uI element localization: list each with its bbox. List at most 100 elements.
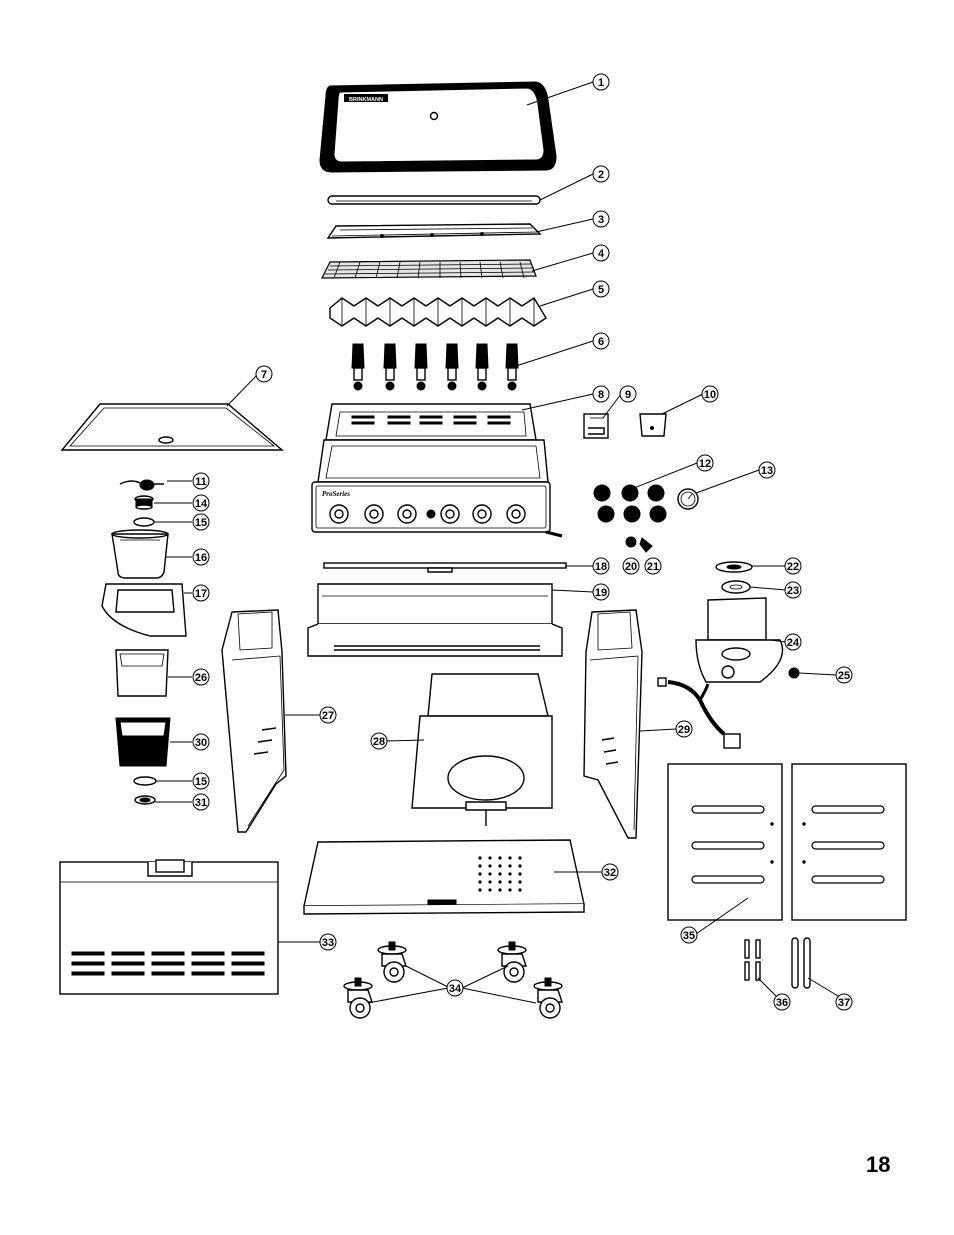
svg-text:29: 29 <box>678 724 690 736</box>
shelf-holes <box>478 856 522 892</box>
part-bracket-10 <box>639 413 667 437</box>
svg-text:20: 20 <box>625 561 637 573</box>
callout-21: 21 <box>644 557 662 575</box>
svg-text:36: 36 <box>776 997 788 1009</box>
callout-26: 26 <box>192 668 210 686</box>
callout-32: 32 <box>601 863 619 881</box>
svg-text:31: 31 <box>195 797 207 809</box>
part-hood-lid: BRINKMANN <box>319 81 557 173</box>
callout-3: 3 <box>592 210 610 228</box>
callout-13: 13 <box>758 461 776 479</box>
part-rail-18 <box>323 562 567 573</box>
svg-text:30: 30 <box>195 737 207 749</box>
callout-12: 12 <box>696 454 714 472</box>
part-grease-tray <box>307 583 563 657</box>
part-nut-31 <box>134 795 156 805</box>
part-door-handles <box>791 937 811 989</box>
callout-5: 5 <box>592 280 610 298</box>
part-gasket-15-bottom <box>133 776 157 786</box>
svg-text:21: 21 <box>647 561 659 573</box>
callout-numbers: 1 2 3 4 5 6 7 8 9 10 11 12 13 14 15 16 1… <box>192 73 853 1011</box>
svg-text:19: 19 <box>595 587 607 599</box>
svg-text:27: 27 <box>322 710 334 722</box>
svg-text:4: 4 <box>598 248 605 260</box>
svg-text:2: 2 <box>598 169 604 181</box>
part-igniter <box>119 479 164 491</box>
part-fitting-14 <box>134 495 154 510</box>
svg-text:22: 22 <box>787 561 799 573</box>
part-side-burner-grate <box>715 561 753 573</box>
callout-29: 29 <box>675 720 693 738</box>
callout-4: 4 <box>592 244 610 262</box>
svg-text:16: 16 <box>195 552 207 564</box>
svg-text:33: 33 <box>322 937 334 949</box>
part-bottom-shelf <box>303 839 585 915</box>
callout-15-second: 15 <box>192 772 210 790</box>
svg-text:18: 18 <box>595 561 607 573</box>
svg-text:23: 23 <box>787 585 799 597</box>
part-gas-hose <box>657 677 741 749</box>
part-hood-handle <box>327 195 541 205</box>
part-valve-21 <box>639 537 653 553</box>
callout-24: 24 <box>784 633 802 651</box>
callout-17: 17 <box>192 584 210 602</box>
callout-22: 22 <box>784 557 802 575</box>
part-doors <box>667 763 907 921</box>
callout-27: 27 <box>319 706 337 724</box>
part-hinges <box>744 939 761 981</box>
part-rear-panel <box>59 859 279 995</box>
svg-text:5: 5 <box>598 284 604 296</box>
svg-text:6: 6 <box>598 336 604 348</box>
svg-text:15: 15 <box>195 517 207 529</box>
callout-35: 35 <box>680 926 698 944</box>
svg-text:25: 25 <box>838 670 850 682</box>
part-casters <box>343 941 563 1019</box>
svg-text:34: 34 <box>449 983 462 995</box>
part-gasket-15-top <box>133 517 155 527</box>
svg-text:10: 10 <box>704 389 716 401</box>
page-number: 18 <box>866 1152 891 1177</box>
callout-23: 23 <box>784 581 802 599</box>
svg-text:12: 12 <box>699 458 711 470</box>
callout-8: 8 <box>592 385 610 403</box>
callout-10: 10 <box>701 385 719 403</box>
svg-text:9: 9 <box>625 389 631 401</box>
callout-33: 33 <box>319 933 337 951</box>
callout-2: 2 <box>592 165 610 183</box>
svg-text:8: 8 <box>598 389 604 401</box>
control-panel-logo: ProSeries <box>322 490 350 498</box>
part-side-knob-25 <box>788 667 800 679</box>
part-heat-tent <box>329 297 547 327</box>
part-side-frame-right <box>583 609 643 839</box>
callout-1: 1 <box>592 73 610 91</box>
part-drip-cup <box>111 529 169 579</box>
part-side-burner-head <box>721 580 751 594</box>
callout-20: 20 <box>622 557 640 575</box>
part-temperature-gauge <box>677 488 699 510</box>
part-cooking-grid <box>321 259 537 279</box>
callout-25: 25 <box>835 666 853 684</box>
callout-11: 11 <box>192 472 210 490</box>
callout-9: 9 <box>619 385 637 403</box>
brand-label: BRINKMANN <box>349 97 383 103</box>
part-control-knobs <box>593 484 667 523</box>
firebox-vents <box>351 415 511 425</box>
callout-leader-lines <box>154 81 839 1004</box>
svg-text:24: 24 <box>787 637 800 649</box>
part-ignition-button <box>625 536 637 548</box>
svg-text:13: 13 <box>761 465 773 477</box>
callout-18: 18 <box>592 557 610 575</box>
part-drip-tray-holder <box>101 583 187 637</box>
part-bottom-frame <box>411 673 553 826</box>
callout-16: 16 <box>192 548 210 566</box>
part-basket-26 <box>115 649 169 697</box>
part-bucket-30 <box>115 717 171 767</box>
svg-text:11: 11 <box>195 476 207 488</box>
callout-34: 34 <box>446 979 464 997</box>
part-bracket-9 <box>583 413 609 439</box>
part-burners <box>351 343 519 391</box>
callout-19: 19 <box>592 583 610 601</box>
callout-36: 36 <box>773 993 791 1011</box>
callout-31: 31 <box>192 793 210 811</box>
